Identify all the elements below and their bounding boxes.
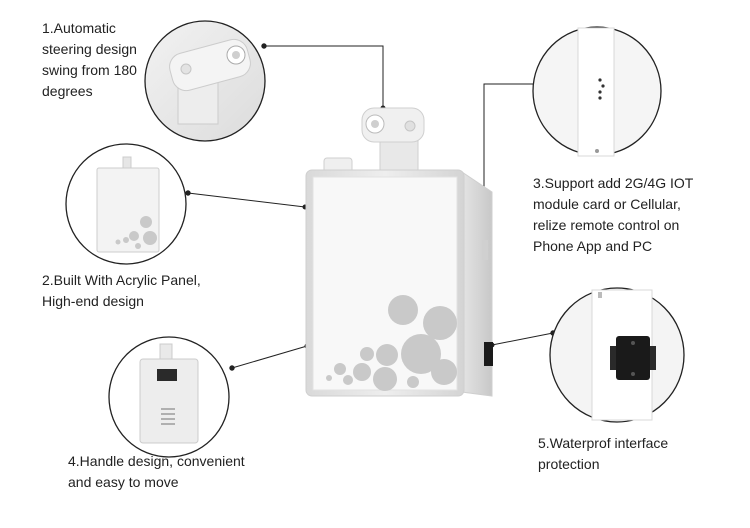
panel-dots <box>326 295 457 391</box>
vent-grille-icon <box>161 408 175 425</box>
side-connector <box>484 342 493 366</box>
feature-caption-steering: 1.Automatic steering design swing from 1… <box>42 20 137 99</box>
callout-line-handle <box>231 345 308 369</box>
callout-line-steering <box>264 45 384 108</box>
handle-icon <box>157 369 177 381</box>
detail-circle-steering <box>144 20 266 142</box>
detail-circle-acrylic <box>65 143 187 265</box>
detail-circle-waterproof <box>549 287 685 423</box>
callout-line-waterproof <box>491 332 554 346</box>
feature-caption-waterproof: 5.Waterprof interface protection <box>538 435 669 472</box>
detail-circle-handle <box>108 336 230 458</box>
callout-line-acrylic <box>187 192 306 208</box>
waterproof-connector-icon <box>616 336 650 380</box>
feature-caption-iot: 3.Support add 2G/4G IOT module card or C… <box>533 175 694 254</box>
indicator-lights-icon <box>598 78 605 100</box>
callout-line-iot <box>483 83 536 192</box>
detail-circle-iot <box>532 26 662 157</box>
feature-caption-acrylic: 2.Built With Acrylic Panel, High-end des… <box>42 272 201 309</box>
callout-dot-steering <box>261 43 267 49</box>
main-device <box>305 107 493 397</box>
feature-caption-handle: 4.Handle design, convenient and easy to … <box>68 453 245 490</box>
